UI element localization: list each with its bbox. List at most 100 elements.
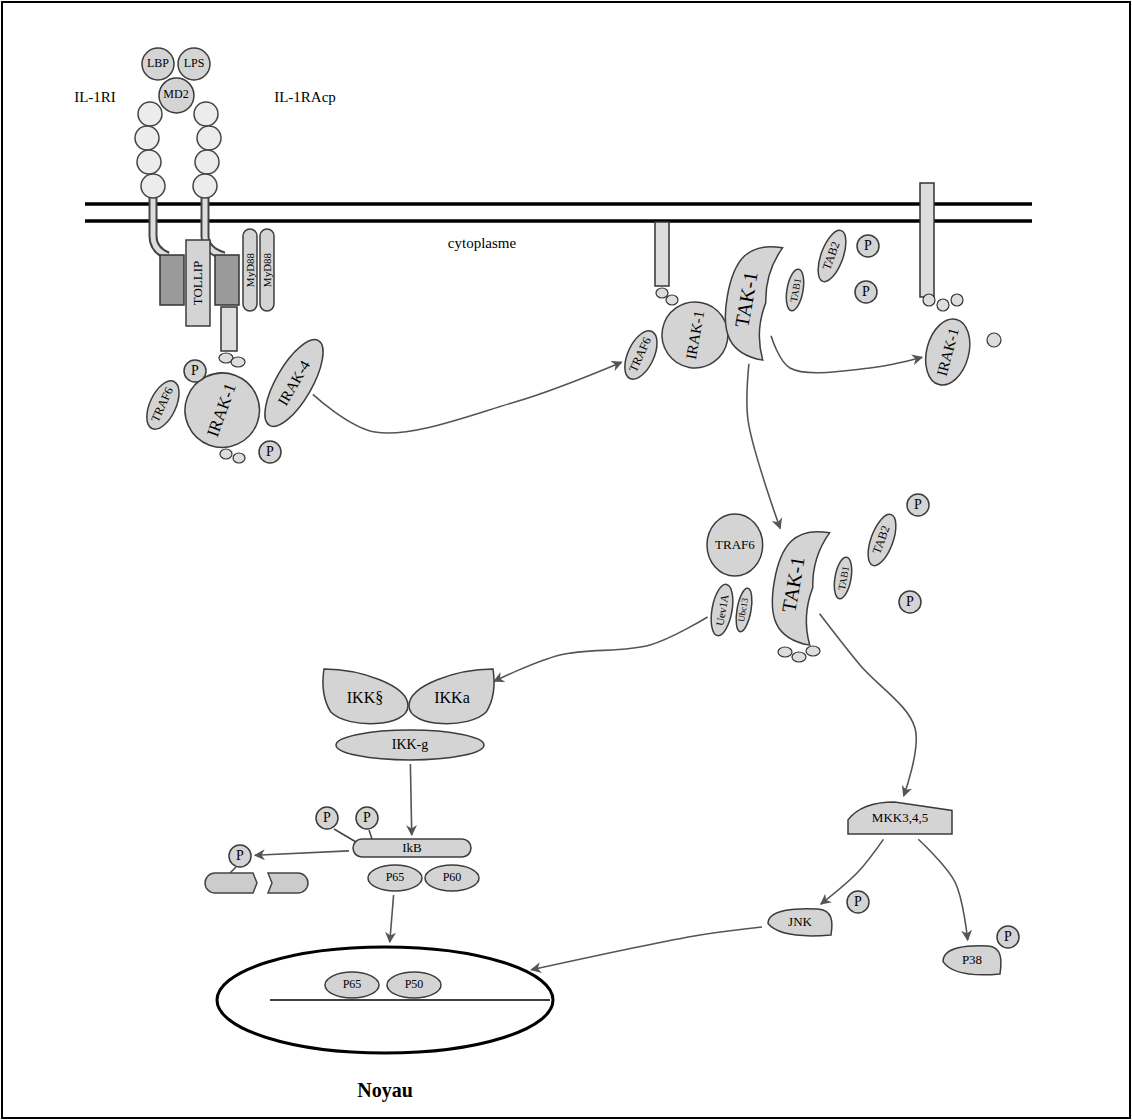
mapk-shape: P38 [940, 943, 1004, 977]
linker-bead [220, 449, 232, 459]
protein-label: P [854, 894, 862, 909]
shape-fill [316, 807, 338, 829]
linker-bead [666, 295, 678, 305]
protein-circle: P [854, 280, 878, 304]
shape-fill [368, 865, 422, 891]
protein-label: IKKa [434, 689, 470, 707]
membrane-line [85, 202, 1032, 206]
shape-fill [919, 314, 977, 390]
protein-label: P38 [962, 953, 982, 967]
protein-label: P [323, 810, 331, 825]
signal-arrow [313, 362, 622, 433]
linker-bead [656, 288, 668, 298]
shape-fill [409, 669, 494, 724]
tir-domain [215, 255, 239, 305]
shape-fill [356, 807, 378, 829]
phospho-stem [369, 830, 372, 839]
protein-label: P65 [386, 871, 405, 884]
protein-label: TRAF6 [715, 538, 755, 552]
shape-fill [186, 240, 210, 326]
shape-fill [259, 441, 281, 463]
signal-arrow [255, 851, 349, 855]
protein-circle: P [856, 234, 880, 258]
kinase-wedge: MKK3,4,5 [845, 799, 955, 837]
shape-fill [907, 494, 929, 516]
shape-fill [943, 946, 1001, 975]
protein-label: P [862, 284, 870, 299]
shape-fill [768, 909, 832, 936]
protein-oval: P60 [424, 864, 480, 892]
receptor-domain [195, 150, 219, 174]
protein-label: P60 [443, 871, 462, 884]
shape-fill [857, 235, 879, 257]
mapk-shape: JNK [765, 906, 835, 938]
shape-fill [708, 583, 737, 638]
protein-circle: LPS [177, 47, 211, 81]
protein-label: LPS [184, 57, 205, 70]
shape-fill [336, 730, 484, 760]
signal-arrow [918, 839, 967, 940]
receptor-domain [138, 102, 162, 126]
shape-fill [323, 669, 408, 724]
shape-fill [847, 891, 869, 913]
signal-arrow [410, 764, 411, 835]
shape-fill [229, 845, 251, 867]
protein-oval: P65 [324, 971, 380, 999]
protein-label: P [266, 444, 274, 459]
receptor-tail [920, 183, 934, 297]
region-label-holder: cytoplasme [448, 234, 516, 252]
protein-label: P65 [343, 978, 362, 991]
receptor-domain [141, 174, 165, 198]
nucleus-ellipse: NoyauP65P50 [215, 945, 555, 1055]
protein-capsule: MyD88 [259, 228, 275, 312]
shape-fill [217, 947, 553, 1053]
protein-label: P [906, 594, 914, 609]
linker-bead [231, 357, 245, 367]
protein-circle: P [315, 806, 339, 830]
degraded-fragment [268, 873, 308, 893]
receptor-stalk [153, 196, 168, 256]
protein-label: MKK3,4,5 [872, 811, 928, 825]
receptor-tail [655, 222, 669, 286]
region-label: cytoplasme [448, 235, 516, 251]
signal-arrow [771, 336, 922, 373]
shape-fill [184, 360, 206, 382]
receptor-domain [194, 102, 218, 126]
shape-fill [812, 227, 851, 285]
protein-circle: P [228, 844, 252, 868]
receptor-domain [193, 174, 217, 198]
receptor-domain [135, 126, 159, 150]
linker-bead [233, 453, 245, 463]
protein-label: P50 [405, 978, 424, 991]
protein-label: LBP [147, 57, 169, 70]
region-label-holder: IL-1RAcp [274, 88, 336, 106]
shape-fill [831, 556, 854, 600]
protein-circle: P [846, 890, 870, 914]
protein-capsule: IkB [352, 838, 472, 858]
shape-outline [215, 945, 555, 1055]
shape-fill [142, 48, 174, 80]
shape-fill [618, 326, 663, 384]
shape-fill [260, 229, 274, 311]
protein-oval: TRAF6 [706, 513, 764, 577]
shape-fill [159, 78, 194, 113]
protein-label: MD2 [163, 88, 188, 101]
protein-label: IKK-g [392, 737, 429, 752]
dna-strand [270, 999, 550, 1001]
shape-fill [178, 48, 210, 80]
protein-oval: P50 [386, 971, 442, 999]
receptor-stalk [153, 196, 168, 256]
protein-label: P [236, 848, 244, 863]
shape-fill [707, 514, 763, 576]
linker-bead [806, 646, 820, 656]
linker-bead [937, 299, 949, 311]
shape-fill [254, 332, 334, 435]
protein-circle: P [183, 359, 207, 383]
protein-label: TOLLIP [191, 261, 205, 306]
protein-label: IkB [402, 841, 422, 855]
shape-fill [855, 281, 877, 303]
protein-label: IKK§ [347, 689, 383, 707]
signal-arrow [531, 927, 762, 970]
linker-bead [792, 652, 806, 662]
